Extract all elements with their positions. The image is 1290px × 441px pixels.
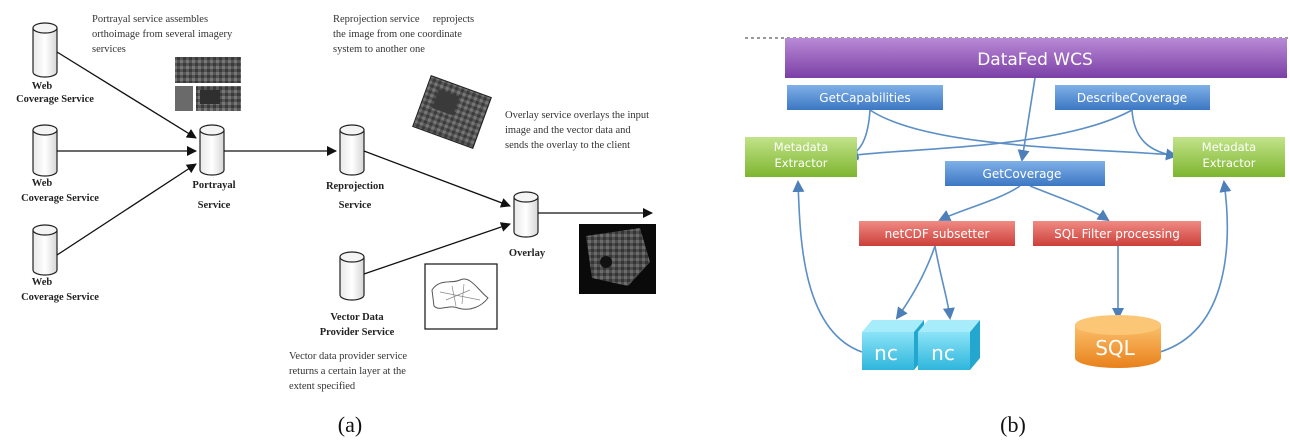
arrow-getcap-right-extractor <box>869 109 1190 162</box>
nc-cube-1-icon: nc <box>862 320 924 370</box>
arrow-header-getcoverage <box>1017 77 1036 162</box>
wcs-2-database-icon <box>32 124 58 177</box>
sql-filter-box: SQL Filter processing <box>1033 221 1201 246</box>
getcapabilities-box: GetCapabilities <box>787 85 943 110</box>
arrow-reprojection-overlay <box>363 150 511 208</box>
describecoverage-box: DescribeCoverage <box>1055 85 1210 110</box>
wcs-1-database-icon <box>32 22 58 78</box>
arrow-desc-left-extractor <box>846 109 1133 161</box>
sql-database-icon: SQL <box>1075 315 1161 368</box>
nc-cube-2-icon: nc <box>918 320 980 370</box>
reprojection-database-icon <box>339 124 365 176</box>
portrayal-database-icon <box>199 124 225 176</box>
reprojected-image <box>412 75 492 149</box>
caption-a: (a) <box>338 412 362 437</box>
overlay-database-icon <box>513 191 539 238</box>
arrow-getcoverage-sqlfilter <box>1029 185 1110 222</box>
arrow-desc-right-extractor <box>1131 109 1178 161</box>
arrow-netcdf-nc2 <box>934 245 955 320</box>
datafed-wcs-header <box>785 38 1287 78</box>
nc-1-label: nc <box>874 341 898 365</box>
getcapabilities-label: GetCapabilities <box>819 91 910 105</box>
sql-filter-label: SQL Filter processing <box>1054 227 1180 241</box>
datafed-wcs-title: DataFed WCS <box>977 50 1093 70</box>
netcdf-subsetter-label: netCDF subsetter <box>885 227 990 241</box>
arrow-nc-left-extractor <box>792 180 863 353</box>
overlay-result-image <box>579 224 656 294</box>
netcdf-subsetter-box: netCDF subsetter <box>859 221 1015 246</box>
arrow-wcs1-portrayal <box>56 51 197 139</box>
arrow-netcdf-nc1 <box>895 245 936 320</box>
nc-2-label: nc <box>931 341 955 365</box>
arrow-getcoverage-netcdf <box>938 185 1021 221</box>
describecoverage-label: DescribeCoverage <box>1077 91 1187 105</box>
arrow-vector-overlay <box>363 222 511 275</box>
arrow-wcs3-portrayal <box>56 163 197 256</box>
wcs-3-database-icon <box>32 224 58 276</box>
arrow-sql-right-extractor <box>1159 180 1232 353</box>
sql-label: SQL <box>1095 336 1135 360</box>
imagery-mosaic-image <box>175 57 241 111</box>
vector-database-icon <box>339 251 365 301</box>
panel-b: DataFed WCS GetCapabilities DescribeCove… <box>745 37 1288 437</box>
vector-map-image <box>424 263 498 330</box>
overlay-label: Overlay <box>509 248 546 259</box>
getcoverage-box: GetCoverage <box>945 161 1105 186</box>
getcoverage-label: GetCoverage <box>983 167 1062 181</box>
caption-b: (b) <box>1000 412 1026 437</box>
